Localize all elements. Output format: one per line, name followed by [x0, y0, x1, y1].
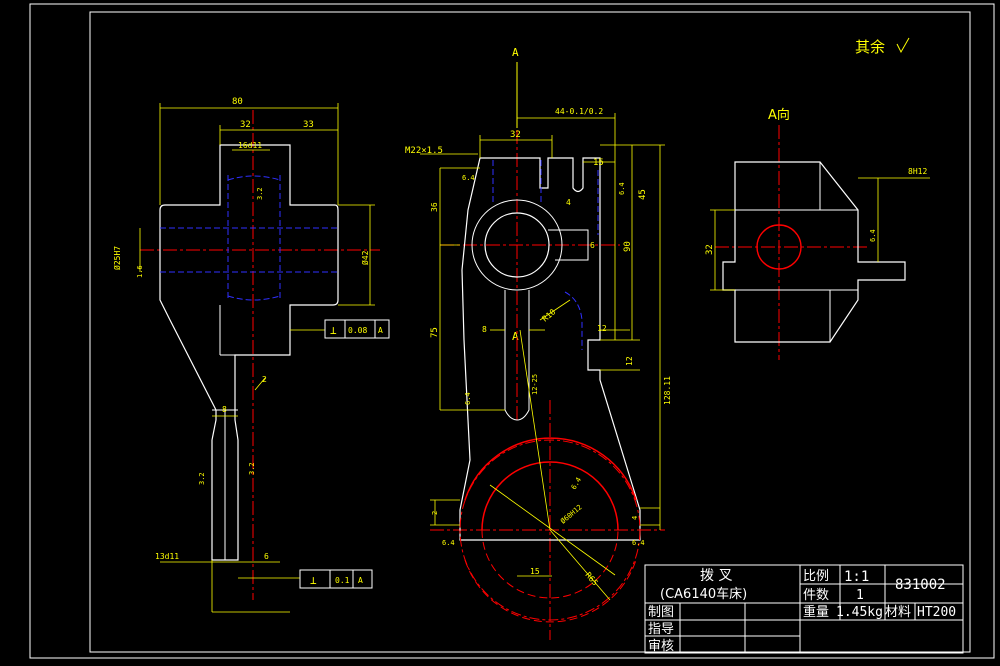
weight-label: 重量 [803, 604, 829, 620]
fork-outer-arc-lower [464, 559, 637, 623]
dim-angle: 12-25 [531, 374, 539, 395]
weight-value: 1.45kg [836, 605, 883, 620]
dim-len-12811: 128.11 [663, 376, 672, 405]
fork-inner-arc [481, 461, 619, 531]
sheet-outer-border [29, 3, 995, 659]
tol-value: 0.08 [348, 326, 367, 335]
dim-left-width: 32 [240, 120, 251, 130]
dim-thread: M22×1.5 [405, 146, 443, 156]
rough-side-4: 6.4 [442, 539, 455, 547]
dim-height-90: 90 [623, 241, 633, 252]
a-bore-circle [756, 224, 802, 270]
rough-c: 3.2 [198, 472, 206, 485]
front-outline [159, 144, 339, 561]
drawn-by-label: 制图 [648, 605, 674, 620]
qty-label: 件数 [803, 588, 829, 603]
front-view: 80 32 33 16d11 Ø25H7 Ø42 8 2 13d11 6 3.2… [112, 97, 390, 613]
front-dimension-lines [139, 103, 375, 613]
dim-top-width: 32 [510, 130, 521, 140]
title-block [644, 564, 964, 654]
roughness-symbol-icon [896, 37, 910, 54]
side-bore-outer [484, 212, 550, 278]
scale-label: 比例 [803, 569, 829, 584]
dim-12b: 12 [625, 356, 634, 366]
side-view: A A [405, 46, 672, 640]
dim-bottom-dia: Ø60H12 [559, 503, 584, 525]
fork-inner-arc-lower [481, 529, 619, 599]
dim-height-45: 45 [638, 189, 648, 200]
rough-d: 3.2 [248, 462, 256, 475]
dim-arm-thickness: 8 [222, 405, 227, 414]
roughness-note: 其余 [855, 38, 885, 56]
sheet-inner-border [89, 11, 971, 653]
dim-4: 4 [566, 198, 571, 207]
dim-slot: 15 [593, 158, 604, 168]
tol-datum: A [378, 326, 383, 335]
dim-overall-width: 80 [232, 97, 243, 107]
checked-by-label: 审核 [648, 639, 674, 654]
dim-8: 8 [482, 325, 487, 334]
tolerance-frame-2: ⊥ 0.1 A [299, 569, 373, 589]
tol-symbol: ⊥ [330, 324, 337, 337]
dim-a-slot: 8H12 [908, 167, 927, 176]
dim-finger-width: 13d11 [155, 552, 179, 561]
dim-height-36: 36 [430, 202, 439, 212]
dim-bore: Ø25H7 [112, 246, 122, 270]
dim-4b: 4 [631, 516, 639, 520]
qty-value: 1 [856, 588, 864, 603]
side-dimension-lines [420, 113, 665, 601]
rough-side-6: 6.4 [464, 392, 472, 405]
dim-offset: 44-0.1/0.2 [555, 107, 603, 116]
tol-symbol: ⊥ [310, 574, 317, 587]
rough-side-1: 6.4 [462, 174, 475, 182]
side-rib [504, 290, 530, 421]
front-hidden-lines [160, 175, 338, 301]
rough-b: 1.6 [136, 265, 144, 278]
dim-2: 2 [431, 511, 439, 515]
a-direction-view: A向 8H12 32 6.4 [705, 107, 930, 360]
view-label-a: A [512, 46, 519, 59]
dim-finger-offset: 6 [264, 552, 269, 561]
dim-slot-width: 16d11 [238, 141, 262, 150]
tol-datum: A [358, 576, 363, 585]
side-hidden-lines [492, 160, 599, 350]
machine-name: (CA6140车床) [660, 586, 747, 602]
dim-height-75: 75 [430, 327, 440, 338]
dim-a-height: 32 [705, 244, 715, 255]
side-boss [471, 199, 563, 291]
side-outline [459, 157, 641, 541]
dim-right-width: 33 [303, 120, 314, 130]
fork-pitch-circle [459, 439, 641, 621]
side-lug [548, 229, 589, 261]
dim-6: 6 [590, 241, 595, 250]
scale-value: 1:1 [844, 569, 869, 585]
tolerance-frame-1: ⊥ 0.08 A [324, 319, 390, 339]
rough-a-view: 6.4 [869, 229, 877, 242]
a-outline [722, 161, 906, 343]
dim-12a: 12 [597, 324, 607, 333]
tol-value: 0.1 [335, 576, 350, 585]
guided-by-label: 指导 [648, 622, 674, 637]
rough-side-3: 6.4 [570, 476, 583, 491]
dim-width-15: 15 [530, 567, 540, 576]
drawing-number: 831002 [895, 577, 946, 593]
view-label-a-direction: A向 [768, 107, 790, 123]
part-name: 拨 叉 [700, 568, 732, 584]
material-value: HT200 [917, 605, 956, 620]
rough-side-2: 6.4 [618, 182, 626, 195]
a-dimension-lines [710, 177, 930, 291]
rough-a: 3.2 [256, 187, 264, 200]
rough-side-5: 6.4 [632, 539, 645, 547]
dim-arm-height: 2 [262, 375, 267, 384]
view-label-a-bottom: A [512, 330, 519, 343]
material-label: 材料 [885, 605, 911, 620]
fork-outer-arc [464, 437, 637, 501]
dim-boss-dia: Ø42 [360, 250, 370, 265]
